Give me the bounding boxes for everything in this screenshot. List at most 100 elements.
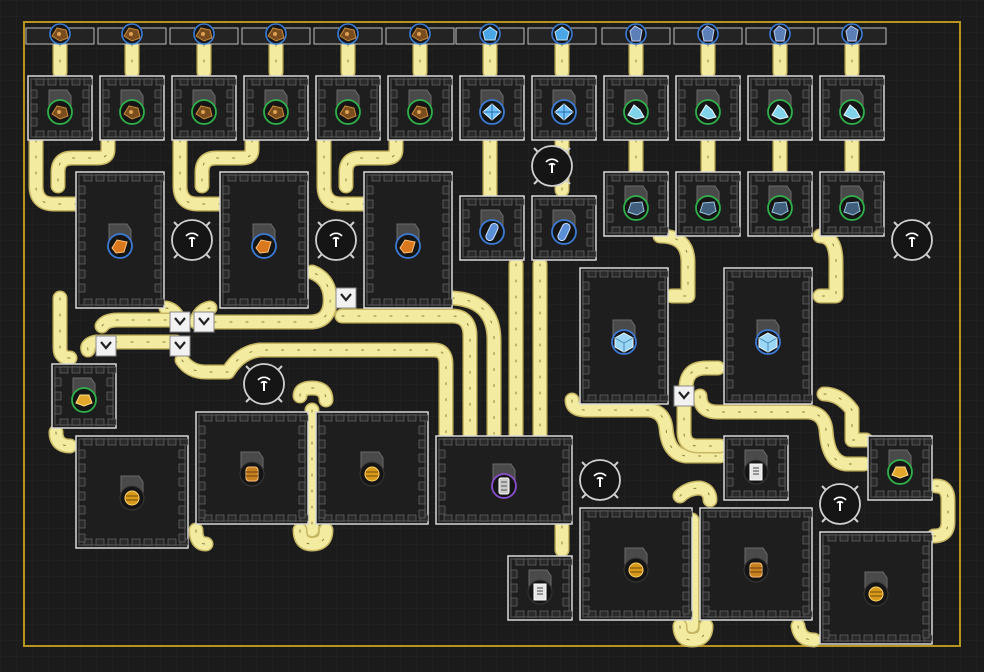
port-marker <box>874 185 882 195</box>
port-marker <box>143 174 153 182</box>
port-marker <box>647 78 657 86</box>
port-marker <box>503 438 513 446</box>
port-marker <box>298 425 306 435</box>
belt-segment[interactable] <box>678 396 726 452</box>
power-node[interactable] <box>243 363 285 405</box>
resource-input-node[interactable] <box>673 23 743 45</box>
power-node[interactable] <box>531 145 573 187</box>
port-marker <box>534 223 542 233</box>
machine-refiner[interactable] <box>459 75 525 141</box>
belt-segment[interactable] <box>340 134 402 192</box>
belt-segment[interactable] <box>674 620 712 646</box>
machine-processor[interactable] <box>459 195 525 261</box>
port-marker <box>395 414 405 422</box>
machine-refiner[interactable] <box>387 75 453 141</box>
machine-assembler[interactable] <box>819 531 933 645</box>
machine-refiner[interactable] <box>27 75 93 141</box>
gold-nugget-icon <box>891 466 909 479</box>
resource-input-node[interactable] <box>745 23 815 45</box>
machine-smelter[interactable] <box>747 171 813 237</box>
power-node[interactable] <box>891 219 933 261</box>
resource-input-node[interactable] <box>313 23 383 45</box>
belt-splitter[interactable] <box>193 311 215 333</box>
belt-splitter[interactable] <box>95 335 117 357</box>
belt-segment[interactable] <box>196 134 258 192</box>
machine-smelter[interactable] <box>603 171 669 237</box>
port-marker <box>198 453 206 463</box>
resource-input-node[interactable] <box>455 23 525 45</box>
resource-input-node[interactable] <box>601 23 671 45</box>
resource-input-node[interactable] <box>385 23 455 45</box>
resource-input-node[interactable] <box>241 23 311 45</box>
port-marker <box>347 78 357 86</box>
copper-wire-icon <box>245 466 259 482</box>
resource-input-node[interactable] <box>169 23 239 45</box>
machine-processor[interactable] <box>531 195 597 261</box>
port-marker <box>491 514 501 522</box>
machine-furnace[interactable] <box>723 267 813 405</box>
belt-splitter[interactable] <box>335 287 357 309</box>
belt-segment[interactable] <box>446 292 500 440</box>
machine-assembler[interactable] <box>195 411 309 525</box>
copper-ingot-icon <box>255 239 272 254</box>
belt-segment[interactable] <box>208 266 337 328</box>
machine-smelter[interactable] <box>675 171 741 237</box>
machine-refiner[interactable] <box>243 75 309 141</box>
power-node[interactable] <box>315 219 357 261</box>
belt-segment[interactable] <box>294 524 332 550</box>
belt-segment[interactable] <box>96 314 182 332</box>
machine-furnace[interactable] <box>363 171 453 309</box>
port-marker <box>726 449 734 459</box>
port-marker <box>479 198 489 206</box>
power-node[interactable] <box>579 459 621 501</box>
resource-input-node[interactable] <box>25 23 95 45</box>
machine-smelter[interactable] <box>51 363 117 429</box>
machine-refiner[interactable] <box>819 75 885 141</box>
machine-smelter[interactable] <box>819 171 885 237</box>
port-marker <box>370 89 378 99</box>
port-marker <box>95 418 105 426</box>
port-marker <box>587 394 597 402</box>
belt-splitter[interactable] <box>169 335 191 357</box>
power-node-tick <box>581 461 587 467</box>
power-node[interactable] <box>819 483 861 525</box>
belt-segment[interactable] <box>52 134 114 192</box>
power-node[interactable] <box>171 219 213 261</box>
machine-assembler[interactable] <box>75 435 189 549</box>
port-marker <box>563 250 573 258</box>
belt-segment[interactable] <box>176 344 452 440</box>
machine-refiner[interactable] <box>315 75 381 141</box>
machine-refiner[interactable] <box>531 75 597 141</box>
machine-storage[interactable] <box>507 555 573 621</box>
port-marker <box>251 298 261 306</box>
machine-furnace[interactable] <box>219 171 309 309</box>
belt-segment[interactable] <box>174 134 226 210</box>
machine-smelter[interactable] <box>867 435 933 501</box>
port-marker <box>779 510 789 518</box>
machine-refiner[interactable] <box>99 75 165 141</box>
machine-assembler[interactable] <box>435 435 573 525</box>
machine-assembler[interactable] <box>579 507 693 621</box>
belt-segment[interactable] <box>566 394 726 462</box>
machine-refiner[interactable] <box>675 75 741 141</box>
port-marker <box>143 298 153 306</box>
machine-assembler[interactable] <box>315 411 429 525</box>
machine-furnace[interactable] <box>579 267 669 405</box>
belt-splitter[interactable] <box>169 311 191 333</box>
machine-refiner[interactable] <box>747 75 813 141</box>
port-marker <box>586 117 594 127</box>
resource-input-node[interactable] <box>97 23 167 45</box>
resource-input-node[interactable] <box>527 23 597 45</box>
belt-segment[interactable] <box>318 134 370 210</box>
port-marker <box>298 283 306 293</box>
belt-segment[interactable] <box>336 310 476 440</box>
resource-input-node[interactable] <box>817 23 887 45</box>
machine-refiner[interactable] <box>171 75 237 141</box>
machine-storage[interactable] <box>723 435 789 501</box>
machine-furnace[interactable] <box>75 171 165 309</box>
machine-assembler[interactable] <box>699 507 813 621</box>
machine-refiner[interactable] <box>603 75 669 141</box>
belt-segment[interactable] <box>30 134 82 210</box>
belt-splitter[interactable] <box>673 385 695 407</box>
